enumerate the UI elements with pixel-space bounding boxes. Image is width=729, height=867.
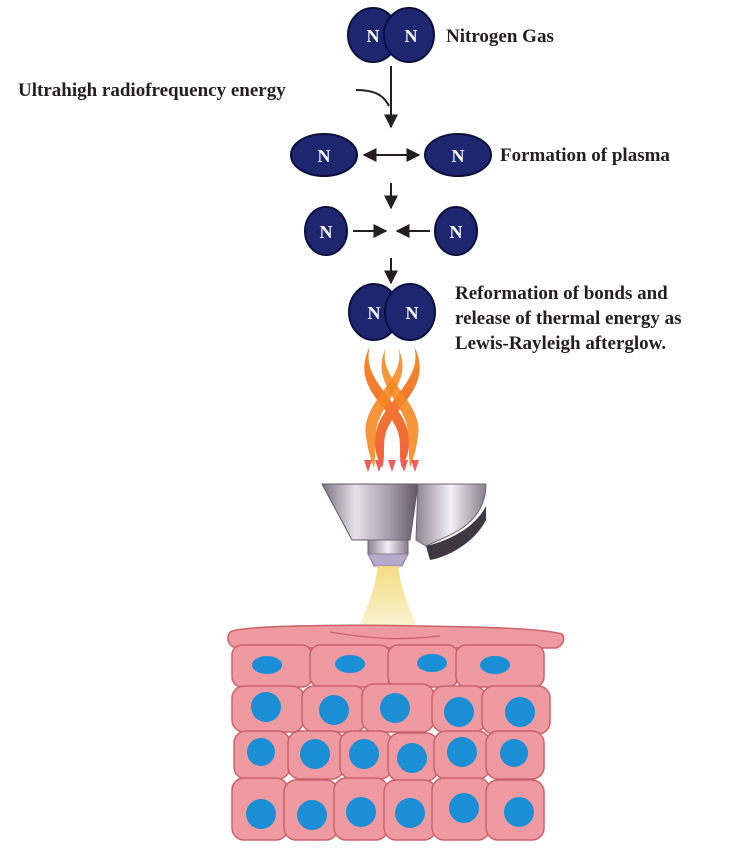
label-reformation-line2: release of thermal energy as — [455, 308, 682, 329]
atom-symbol: N — [318, 146, 331, 166]
atom-symbol: N — [452, 146, 465, 166]
label-plasma: Formation of plasma — [500, 145, 670, 166]
skin-tissue — [227, 624, 565, 841]
n-atom-left-plasma: N — [290, 133, 358, 177]
atom-symbol: N — [320, 222, 333, 242]
plasma-handpiece — [321, 483, 487, 580]
rf-energy-curve — [355, 89, 390, 107]
n-atom-left-recombine: N — [304, 206, 348, 256]
label-rf-energy: Ultrahigh radiofrequency energy — [18, 80, 286, 101]
atom-symbol: N — [367, 26, 380, 46]
n2-molecule-reformed: N N — [348, 283, 436, 341]
label-reformation-line3: Lewis-Rayleigh afterglow. — [455, 333, 666, 354]
n-atom-right-recombine: N — [434, 206, 478, 256]
plasma-beam — [356, 566, 420, 632]
n2-molecule-top: N N — [347, 7, 435, 63]
atom-symbol: N — [450, 222, 463, 242]
afterglow-flame — [364, 346, 420, 472]
label-reformation-line1: Reformation of bonds and — [455, 283, 668, 304]
atom-symbol: N — [405, 26, 418, 46]
label-nitrogen-gas: Nitrogen Gas — [446, 26, 554, 47]
atom-symbol: N — [368, 303, 381, 323]
watermark-text: 什么值得买 — [602, 834, 677, 852]
watermark: 什么值得买 — [573, 830, 677, 854]
atom-symbol: N — [406, 303, 419, 323]
n-atom-right-plasma: N — [424, 133, 492, 177]
